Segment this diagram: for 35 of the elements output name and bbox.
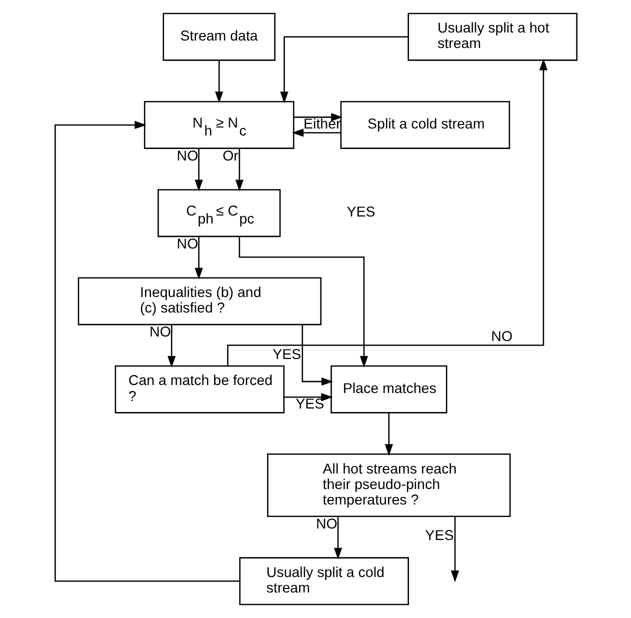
node-box: All hot streams reach their pseudo-pinch temperatures ? bbox=[266, 454, 510, 517]
arrow bbox=[280, 36, 408, 104]
edge-label: Either bbox=[303, 116, 340, 133]
node-box: Split a cold stream bbox=[340, 101, 510, 149]
edge-label: YES bbox=[424, 528, 454, 544]
label: YES bbox=[346, 204, 375, 221]
arrow bbox=[294, 113, 342, 122]
edge-label: NO bbox=[149, 324, 170, 341]
arrow bbox=[167, 324, 176, 368]
edge-label: YES bbox=[272, 346, 301, 363]
arrow bbox=[291, 128, 340, 137]
arrow bbox=[226, 58, 548, 366]
arrow bbox=[450, 516, 459, 582]
arrow bbox=[384, 413, 392, 456]
arrow bbox=[238, 236, 368, 368]
edge-label: NO bbox=[176, 148, 198, 164]
arrow bbox=[284, 393, 332, 402]
node-box: Can a match be forced ? bbox=[114, 365, 284, 414]
node-box: Usually split a hot stream bbox=[407, 12, 577, 61]
edge-label: NO bbox=[176, 236, 198, 252]
arrow bbox=[333, 516, 342, 560]
node-box: Usually split a cold stream bbox=[238, 557, 408, 606]
arrow bbox=[301, 324, 333, 386]
arrow bbox=[234, 148, 244, 192]
arrow bbox=[54, 120, 240, 582]
edge-label: Or bbox=[222, 148, 238, 164]
arrow bbox=[194, 148, 202, 192]
edge-label: YES bbox=[295, 396, 324, 413]
edge-label: NO bbox=[316, 516, 337, 532]
edge-label: NO bbox=[490, 329, 512, 346]
arrow bbox=[214, 60, 223, 104]
node-box: Place matches bbox=[330, 365, 447, 414]
arrow bbox=[194, 236, 202, 280]
node-box: Stream data bbox=[162, 12, 275, 61]
node-box: Inequalities (b) and (c) satisfied ? bbox=[77, 277, 321, 326]
